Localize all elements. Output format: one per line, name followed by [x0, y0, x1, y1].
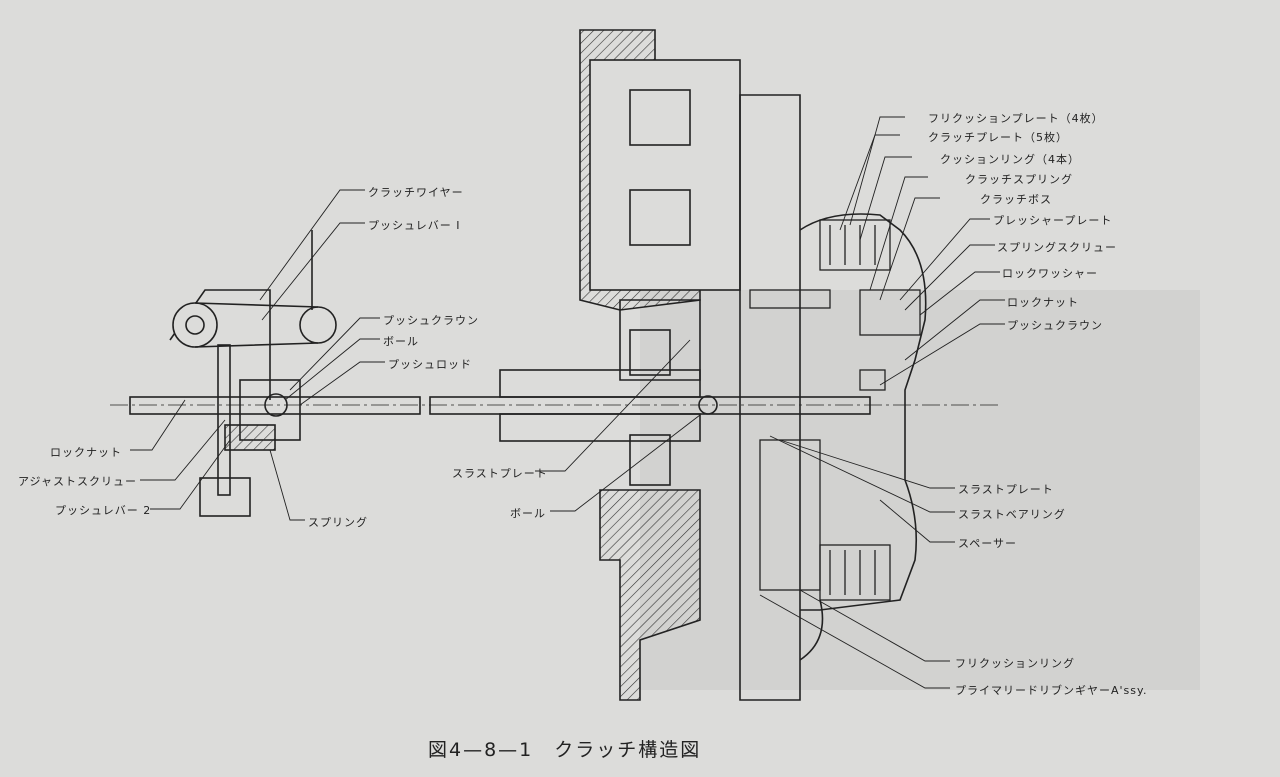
label-push-rod: プッシュロッド [388, 358, 472, 371]
label-cushion-ring: クッションリング（4本） [940, 153, 1080, 166]
push-lever-assembly [169, 230, 337, 517]
label-lock-nut-left: ロックナット [50, 446, 122, 459]
label-spring: スプリング [308, 516, 368, 529]
label-adjust-screw: アジャストスクリュー [18, 475, 138, 488]
label-clutch-plate: クラッチプレート（5枚） [928, 131, 1068, 144]
label-clutch-spring: クラッチスプリング [965, 173, 1073, 186]
label-clutch-boss: クラッチボス [980, 193, 1052, 206]
label-primary-driven-gear: プライマリードリブンギヤーA'ssy. [955, 684, 1148, 697]
figure-caption: 図4—8—1 クラッチ構造図 [428, 739, 702, 761]
label-push-crown-right: プッシュクラウン [1007, 319, 1103, 332]
label-push-lever-1: プッシュレバー I [368, 219, 461, 232]
label-thrust-bearing: スラストベアリング [958, 508, 1066, 521]
label-friction-plate: フリクッションプレート（4枚） [928, 112, 1104, 125]
label-push-lever-2: プッシュレバー 2 [55, 504, 152, 517]
label-spring-screw: スプリングスクリュー [997, 241, 1117, 254]
label-push-crown-left: プッシュクラウン [383, 314, 479, 327]
push-rod [129, 396, 421, 415]
label-friction-ring: フリクッションリング [955, 657, 1075, 670]
label-ball-center: ボール [510, 507, 546, 520]
label-lock-nut-right: ロックナット [1007, 296, 1079, 309]
label-ball-left: ボール [383, 335, 419, 348]
label-clutch-wire: クラッチワイヤー [368, 186, 464, 199]
label-thrust-plate-left: スラストプレート [452, 467, 548, 480]
label-spacer: スペーサー [958, 537, 1018, 550]
label-pressure-plate: プレッシャープレート [993, 214, 1113, 227]
label-thrust-plate-right: スラストプレート [958, 483, 1054, 496]
label-lock-washer: ロックワッシャー [1002, 267, 1098, 280]
